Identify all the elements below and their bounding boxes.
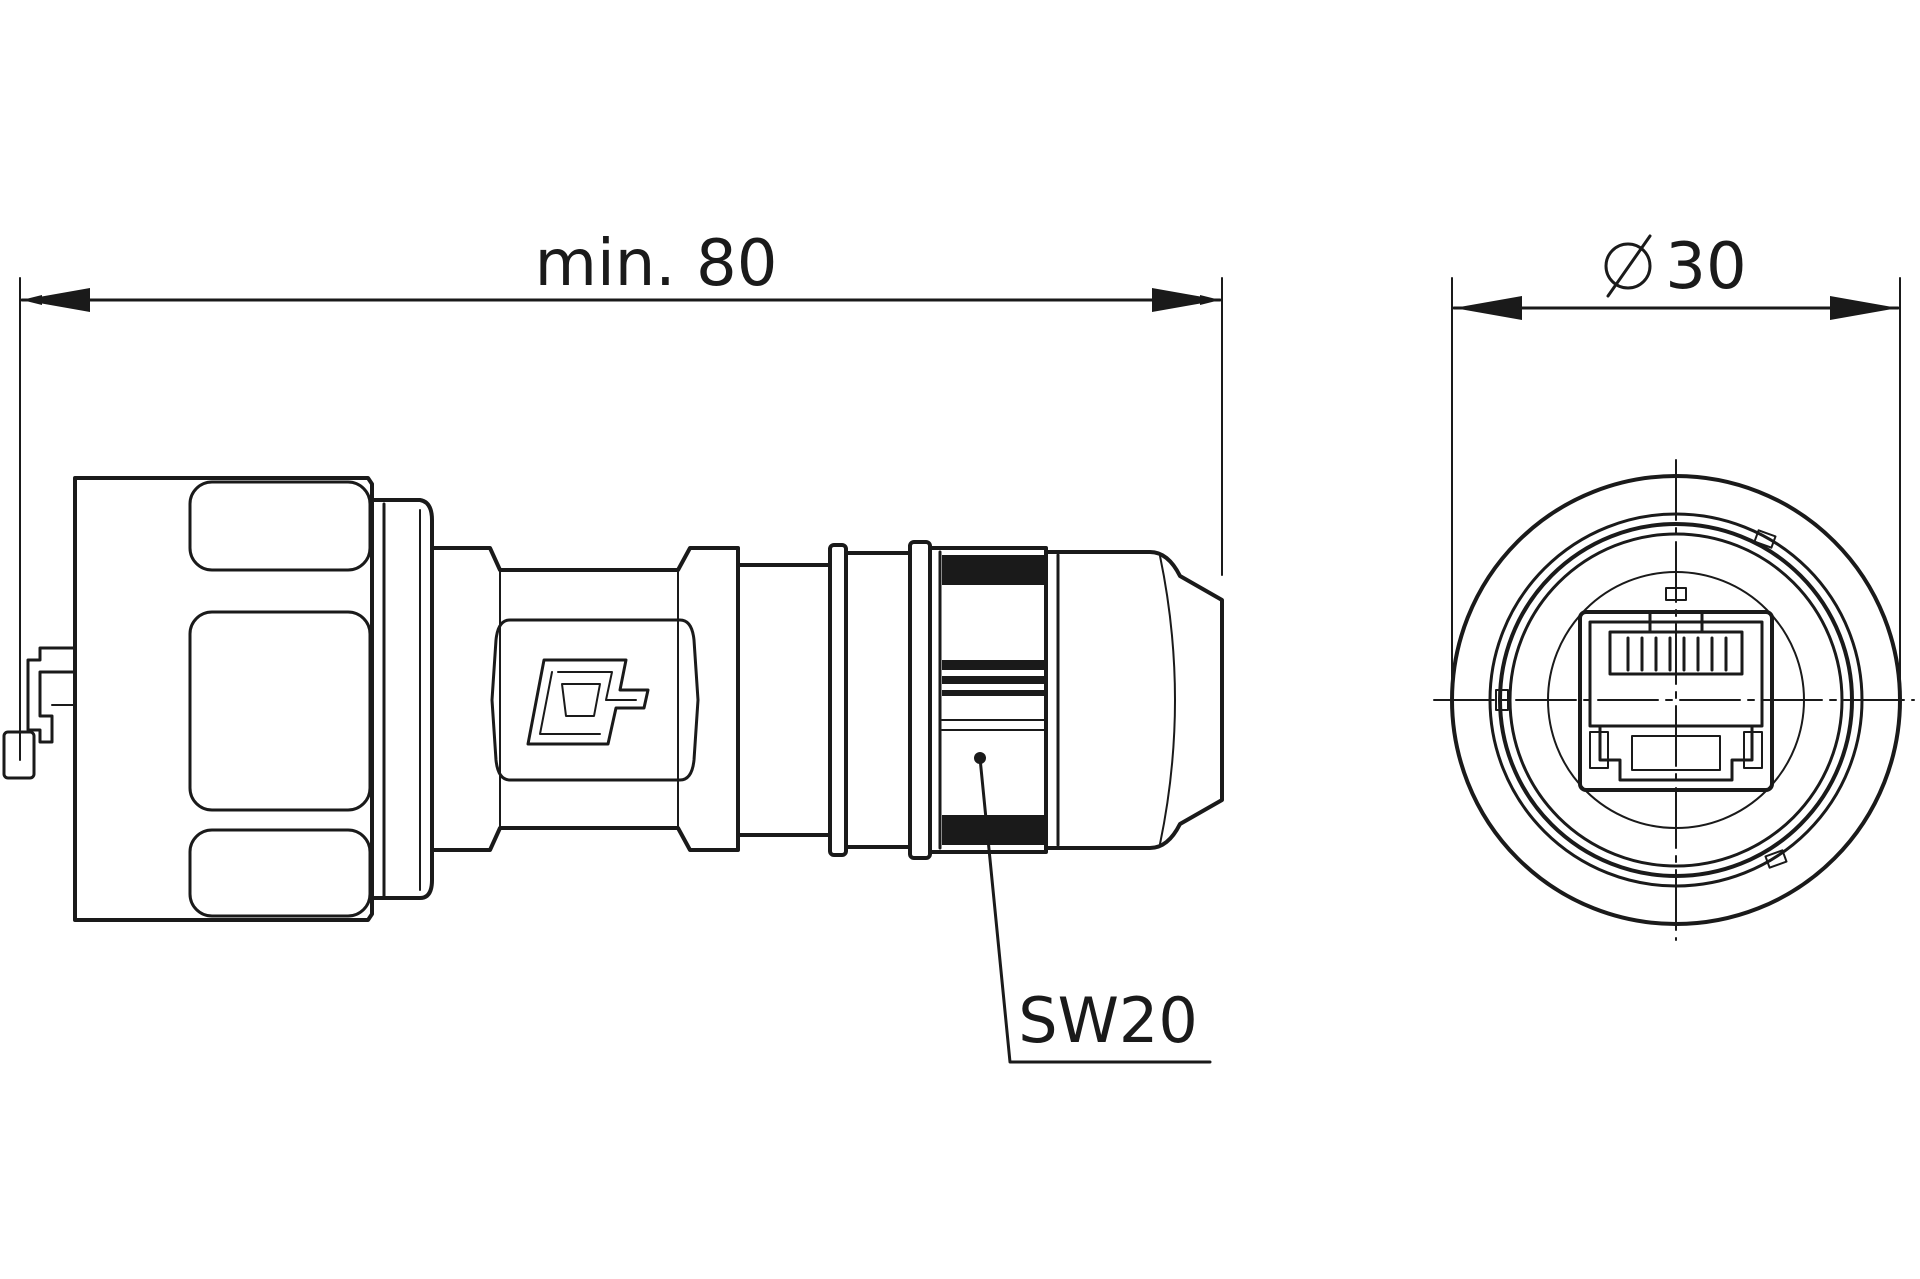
wrench-flat [928,546,1048,854]
ring-1 [828,543,848,857]
ring-gap-body [844,551,912,849]
diameter-label: 30 [1665,230,1746,304]
diameter-dimension: 30 [1451,230,1901,706]
wrench-size-label: SW20 [1018,984,1198,1057]
arrowhead-right [1152,288,1220,312]
front-housing [73,476,374,922]
c-logo-icon [526,658,650,746]
collar [370,498,434,900]
length-label: min. 80 [535,227,778,301]
side-view: min. 80 [2,227,1224,1064]
rj45-latch [2,646,77,780]
arrowhead-left [22,288,90,312]
middle-body [430,546,740,852]
rj45-socket [1578,610,1774,792]
cable-cap [1044,550,1224,850]
center-lines [1433,459,1915,941]
neck [736,563,832,837]
ring-2 [908,540,932,860]
arrowhead-right [1830,296,1898,320]
length-dimension: min. 80 [19,227,1223,761]
front-view: 30 [1433,230,1915,941]
arrowhead-left [1454,296,1522,320]
front-circles [1450,474,1902,926]
wrench-leader: SW20 [978,756,1212,1064]
rj45-contacts [1626,636,1728,672]
diameter-symbol-icon [1604,234,1652,298]
